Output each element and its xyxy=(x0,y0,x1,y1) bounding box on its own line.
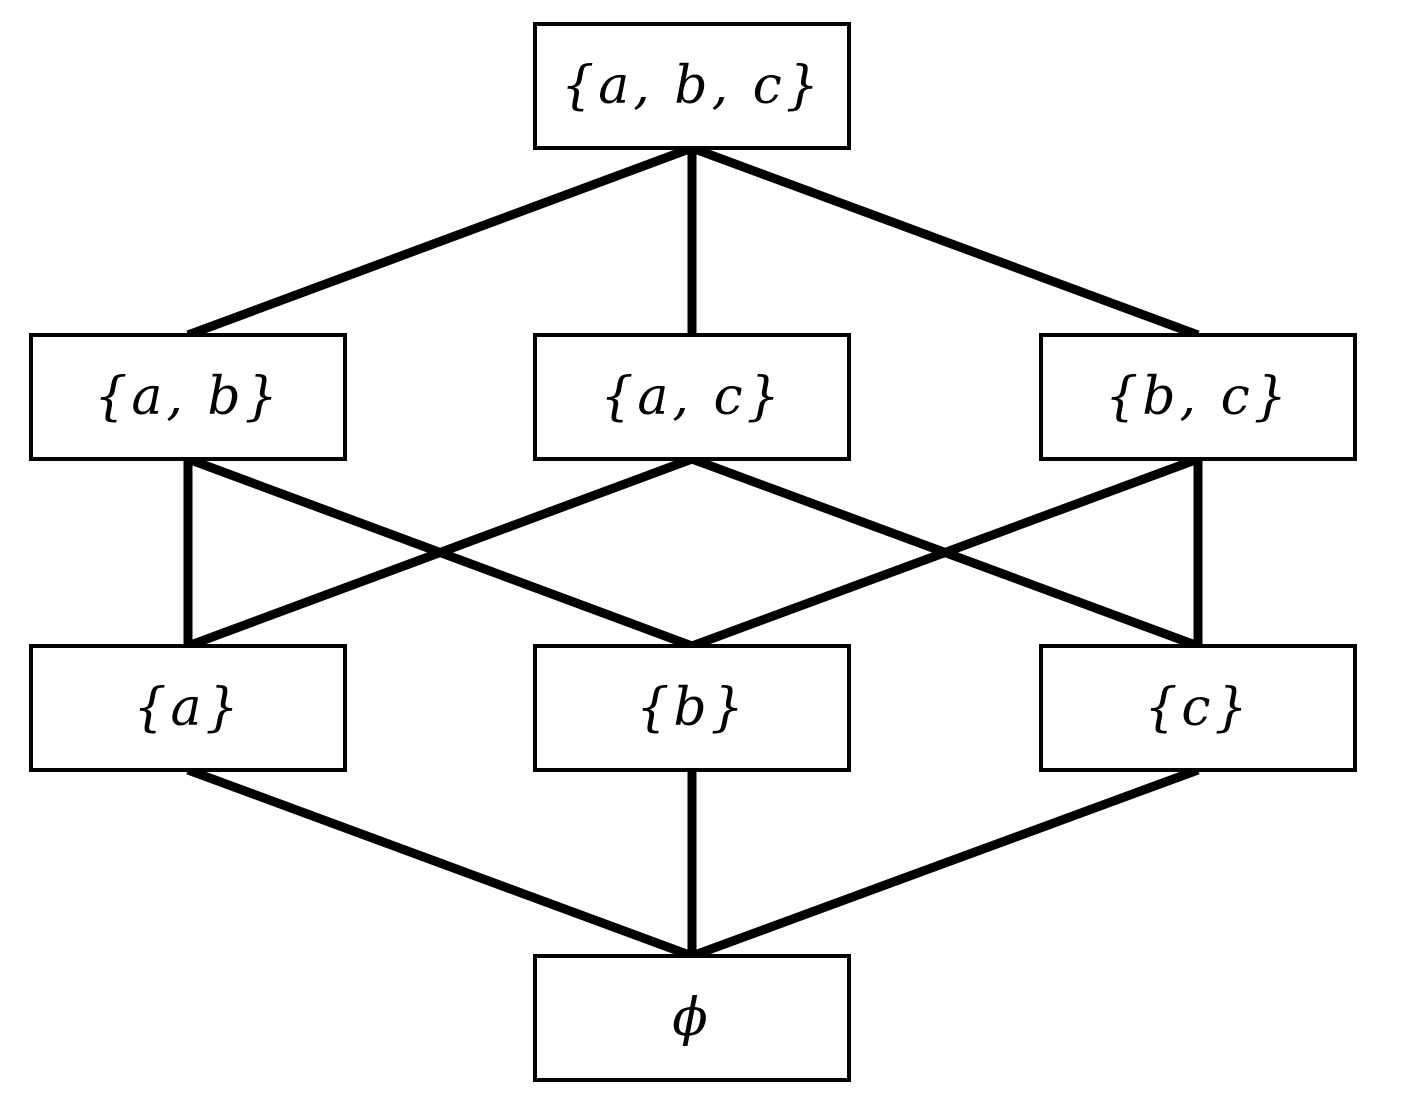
node-ac: {a, c} xyxy=(533,333,851,461)
node-a: {a} xyxy=(29,644,347,772)
node-label-a: {a} xyxy=(133,678,242,738)
edges xyxy=(183,143,1203,961)
edge-c-empty xyxy=(690,765,1200,961)
node-label-b: {b} xyxy=(636,678,747,738)
node-box-ac xyxy=(533,333,851,461)
edge-ac-a xyxy=(186,454,694,651)
node-box-b xyxy=(533,644,851,772)
node-c: {c} xyxy=(1039,644,1357,772)
edge-abc-ab xyxy=(186,143,694,340)
edge-bc-b xyxy=(690,454,1200,651)
edge-abc-bc xyxy=(690,143,1200,340)
node-box-bc xyxy=(1039,333,1357,461)
nodes: {a, b, c} {a, b} {a, c} {b, c} {a} {b} {c} ϕ xyxy=(29,22,1357,1082)
node-box-a xyxy=(29,644,347,772)
node-label-bc: {b, c} xyxy=(1105,367,1291,427)
node-b: {b} xyxy=(533,644,851,772)
node-empty: ϕ xyxy=(533,954,851,1082)
node-ab: {a, b} xyxy=(29,333,347,461)
node-label-ac: {a, c} xyxy=(600,367,783,427)
node-box-empty xyxy=(533,954,851,1082)
node-label-abc: {a, b, c} xyxy=(561,56,823,116)
node-label-empty: ϕ xyxy=(672,988,711,1048)
node-bc: {b, c} xyxy=(1039,333,1357,461)
node-label-ab: {a, b} xyxy=(94,367,282,427)
node-box-abc xyxy=(533,22,851,150)
node-abc: {a, b, c} xyxy=(533,22,851,150)
node-label-c: {c} xyxy=(1144,678,1251,738)
node-box-ab xyxy=(29,333,347,461)
edge-a-empty xyxy=(186,765,694,961)
node-box-c xyxy=(1039,644,1357,772)
